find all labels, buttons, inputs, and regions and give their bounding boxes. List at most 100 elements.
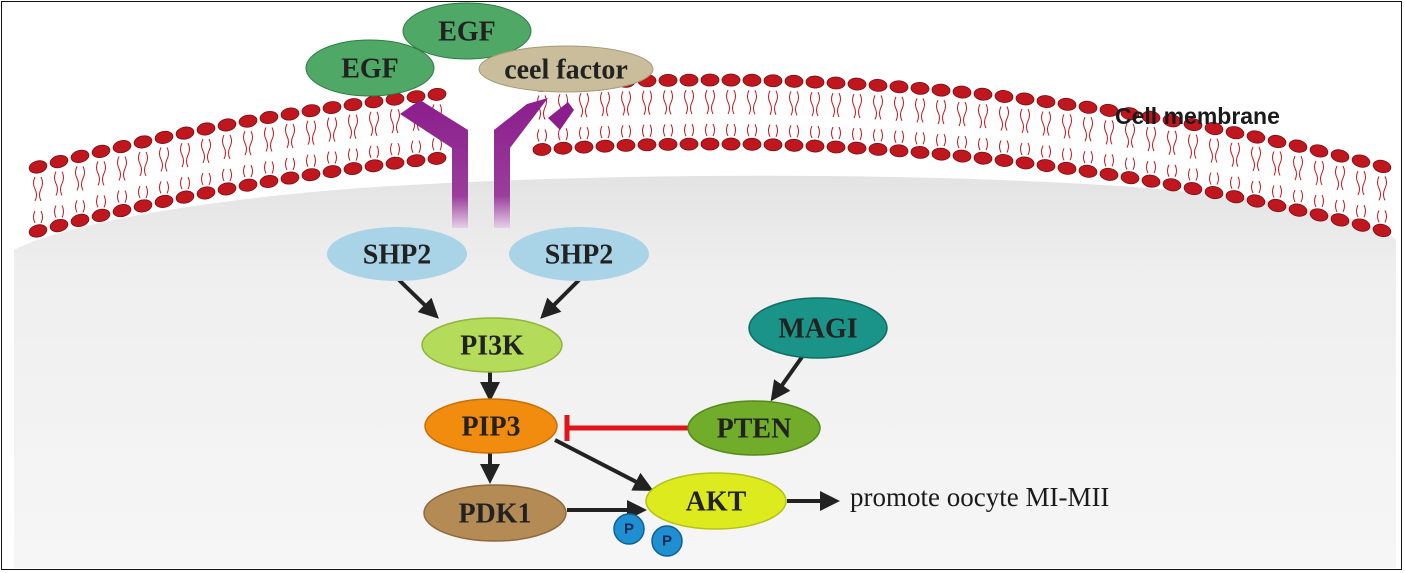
- lipid-head: [805, 139, 825, 153]
- lipid-head: [1288, 139, 1308, 153]
- lipid-tails: [348, 114, 358, 161]
- lipid-tails: [75, 166, 85, 213]
- lipid-tails: [1314, 160, 1324, 208]
- lipid-tails: [1083, 117, 1093, 164]
- lipid-head: [784, 74, 804, 88]
- lipid-head: [154, 130, 174, 144]
- lipid-head: [532, 143, 552, 156]
- lipid-tails: [1125, 123, 1135, 170]
- node-magi-label: MAGI: [778, 314, 857, 345]
- lipid-head: [910, 145, 930, 159]
- lipid-head: [406, 90, 426, 104]
- lipid-tails: [1062, 114, 1072, 161]
- lipid-head: [427, 151, 447, 165]
- lipid-head: [1351, 218, 1371, 232]
- lipid-head: [70, 213, 90, 228]
- lipid-head: [1309, 208, 1329, 222]
- node-magi: MAGI: [748, 297, 888, 359]
- lipid-head: [847, 141, 867, 155]
- lipid-head: [91, 208, 111, 223]
- lipid-head: [679, 73, 699, 87]
- lipid-head: [1141, 174, 1161, 188]
- lipid-tails: [789, 91, 799, 138]
- lipid-head: [322, 101, 342, 115]
- lipid-head: [154, 194, 174, 208]
- edges: [397, 278, 840, 520]
- lipid-head: [1141, 110, 1161, 124]
- lipid-head: [301, 168, 321, 182]
- lipid-head: [658, 73, 678, 87]
- edge-pten-pip3-inhibit: [564, 415, 688, 441]
- lipid-head: [1246, 130, 1266, 144]
- lipid-head: [1057, 161, 1077, 175]
- lipid-head: [910, 81, 930, 95]
- lipid-head: [889, 80, 909, 94]
- lipid-head: [763, 74, 783, 88]
- ligand-egf-left-label: EGF: [341, 54, 399, 85]
- lipid-head: [217, 118, 237, 132]
- lipid-tails: [1167, 130, 1177, 178]
- lipid-head: [196, 122, 216, 136]
- lipid-head: [133, 135, 153, 149]
- lipid-head: [784, 138, 804, 152]
- lipid-tails: [1020, 108, 1030, 156]
- lipid-head: [238, 114, 258, 128]
- lipid-tails: [1104, 120, 1114, 167]
- lipid-head: [1036, 159, 1056, 172]
- lipid-head: [952, 85, 972, 99]
- lipid-head: [679, 137, 699, 151]
- lipid-head: [1015, 92, 1035, 106]
- lipid-tails: [1041, 111, 1051, 158]
- lipid-head: [49, 218, 69, 233]
- lipid-head: [721, 137, 741, 151]
- lipid-tails: [852, 93, 862, 141]
- lipid-head: [1099, 167, 1119, 181]
- lipid-head: [868, 78, 888, 92]
- lipid-head: [574, 140, 594, 154]
- lipid-head: [1351, 154, 1371, 168]
- lipid-tails: [264, 127, 274, 174]
- lipid-head: [1225, 190, 1245, 204]
- lipid-tails: [894, 96, 904, 144]
- lipid-tails: [1146, 126, 1156, 174]
- lipid-head: [259, 174, 279, 188]
- lipid-head: [931, 83, 951, 97]
- lipid-tails: [1335, 165, 1345, 213]
- lipid-head: [1330, 149, 1350, 163]
- edge-shp2-right-pi3k: [540, 278, 581, 319]
- lipid-head: [1225, 126, 1245, 140]
- lipid-head: [742, 137, 762, 151]
- lipid-tails: [621, 91, 631, 138]
- lipid-tails: [957, 101, 967, 149]
- lipid-head: [973, 151, 993, 165]
- lipid-head: [406, 154, 426, 168]
- svg-text:P: P: [662, 533, 672, 550]
- node-pten: PTEN: [687, 400, 821, 456]
- lipid-tails: [705, 89, 715, 137]
- lipid-head: [1372, 159, 1392, 174]
- lipid-tails: [726, 89, 736, 137]
- lipid-head: [133, 199, 153, 213]
- node-pdk1: PDK1: [423, 484, 567, 542]
- lipid-tails: [96, 161, 106, 208]
- lipid-head: [1120, 171, 1140, 185]
- lipid-tails: [159, 147, 169, 194]
- lipid-tails: [915, 98, 925, 145]
- lipid-head: [616, 138, 636, 152]
- lipid-tails: [201, 138, 211, 186]
- ligand-cell-factor-label: ceel factor: [504, 55, 628, 86]
- lipid-tails: [138, 151, 148, 199]
- lipid-tails: [1230, 142, 1240, 189]
- lipid-head: [70, 149, 90, 164]
- lipid-tails: [390, 108, 400, 156]
- lipid-head: [1246, 194, 1266, 208]
- lipid-head: [280, 107, 300, 121]
- lipid-head: [721, 73, 741, 87]
- lipid-head: [364, 159, 384, 173]
- lipid-tails: [873, 95, 883, 142]
- ligand-egf-top: EGF: [402, 2, 532, 60]
- lipid-tails: [1272, 151, 1282, 198]
- lipid-head: [700, 137, 720, 151]
- node-pten-label: PTEN: [717, 414, 792, 445]
